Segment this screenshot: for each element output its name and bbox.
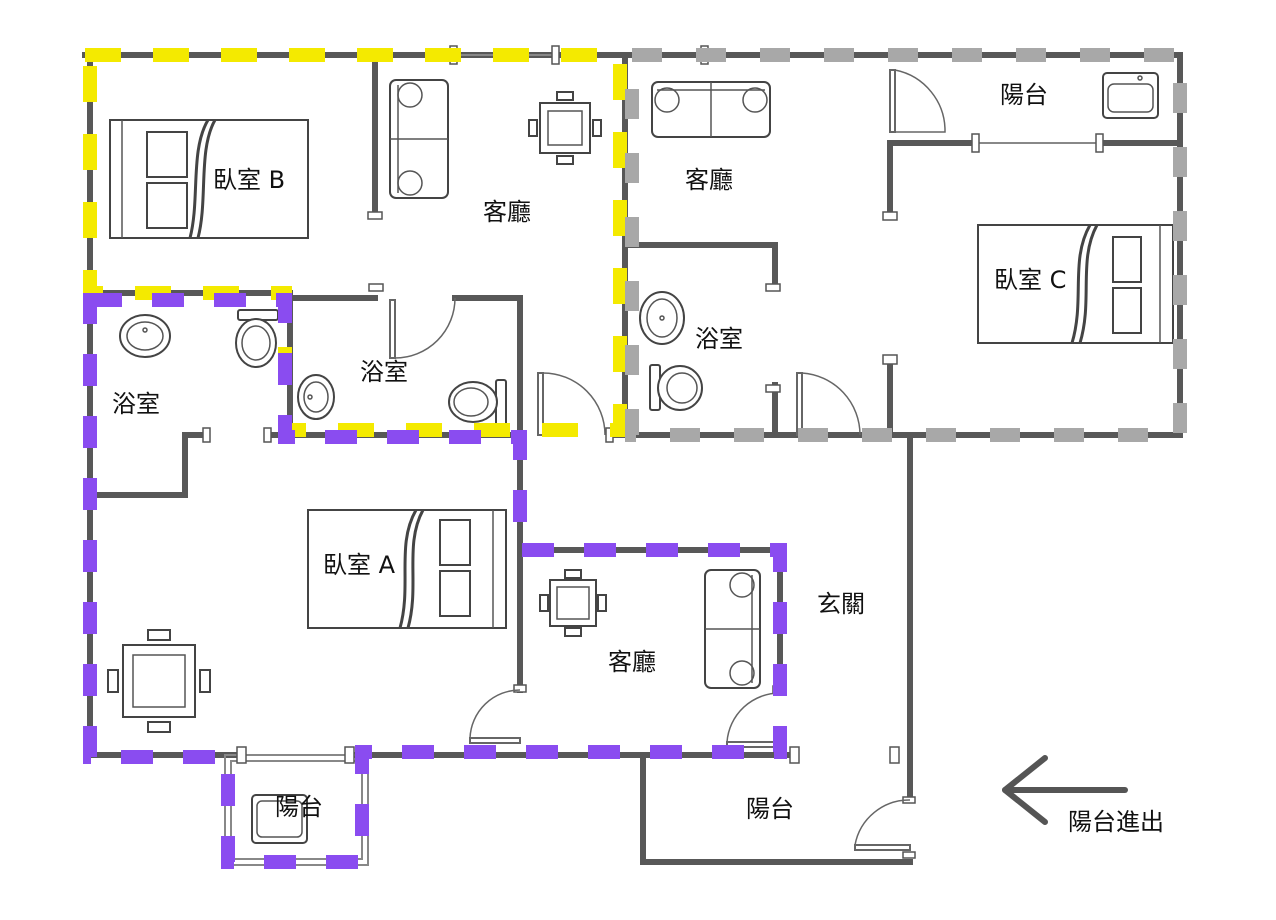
sofa-icon	[704, 569, 761, 689]
door-icon	[854, 799, 911, 851]
label-bedroom-c: 臥室 C	[994, 266, 1066, 294]
arrow-left-icon	[1002, 755, 1128, 825]
toilet-icon	[649, 364, 703, 411]
door-icon	[469, 689, 521, 744]
label-living-b: 客廳	[483, 198, 531, 226]
doors	[389, 69, 946, 851]
unit-a-outline	[83, 293, 787, 869]
sink-icon	[119, 314, 171, 358]
label-bedroom-a: 臥室 A	[323, 551, 396, 579]
toilet-icon	[448, 379, 507, 426]
label-living-c: 客廳	[685, 166, 733, 194]
label-balcony-c: 陽台	[1000, 81, 1048, 109]
sofa-icon	[651, 81, 771, 138]
label-bath-left: 浴室	[112, 390, 160, 418]
dining-table-icon	[539, 569, 607, 637]
sink-icon	[297, 374, 335, 420]
label-bath-c: 浴室	[695, 325, 743, 353]
label-balcony-a: 陽台	[275, 793, 323, 821]
dining-table-icon	[528, 91, 602, 165]
door-icon	[796, 372, 861, 436]
label-living-a: 客廳	[608, 648, 656, 676]
door-icon	[889, 69, 946, 133]
dining-table-icon	[107, 629, 211, 733]
door-icon	[389, 297, 456, 359]
room-labels: 臥室 B 客廳 客廳 陽台 臥室 C 浴室 浴室 浴室 臥室 A 客廳 玄關 陽…	[112, 81, 1164, 836]
sofa-icon	[389, 79, 449, 199]
door-icon	[537, 372, 606, 436]
bed-icon	[109, 119, 309, 239]
label-balcony-access: 陽台進出	[1068, 808, 1164, 836]
bed-icon	[307, 509, 507, 629]
toilet-icon	[235, 309, 279, 368]
label-balcony-main: 陽台	[746, 795, 794, 823]
bathtub-icon	[1102, 72, 1159, 119]
bed-icon	[977, 224, 1174, 344]
door-icon	[726, 692, 781, 748]
label-bedroom-b: 臥室 B	[213, 166, 285, 194]
sink-icon	[639, 291, 685, 345]
label-entrance: 玄關	[817, 590, 865, 618]
label-bath-mid: 浴室	[360, 358, 408, 386]
bathtub-icon	[251, 794, 308, 844]
unit-c-outline	[625, 48, 1187, 442]
